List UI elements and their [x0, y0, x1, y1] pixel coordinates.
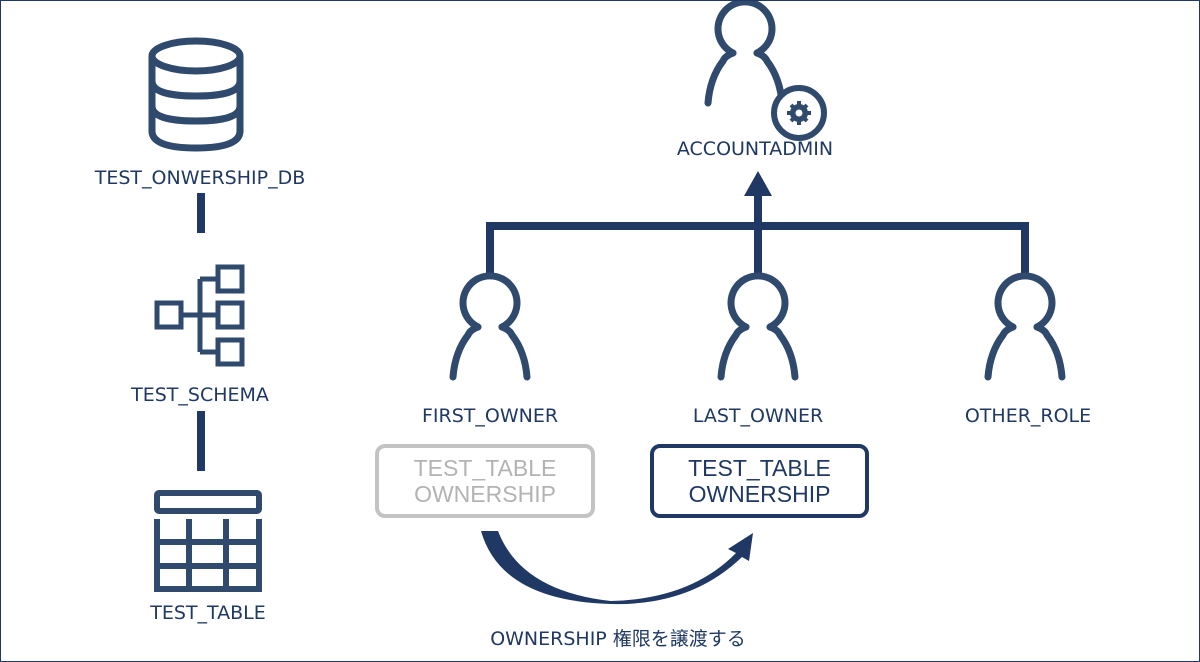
table-icon	[154, 490, 262, 592]
last-owner-label: LAST_OWNER	[692, 405, 824, 427]
previous-ownership-box: TEST_TABLE OWNERSHIP	[375, 444, 595, 518]
role-hierarchy-connector	[486, 171, 1029, 278]
current-ownership-line1: TEST_TABLE	[688, 455, 831, 481]
first-owner-label: FIRST_OWNER	[421, 405, 559, 427]
current-ownership-line2: OWNERSHIP	[688, 481, 831, 507]
schema-hierarchy-icon	[154, 264, 245, 367]
ownership-transfer-arrow	[481, 531, 753, 605]
first-owner-user-icon	[453, 276, 527, 377]
other-role-label: OTHER_ROLE	[964, 405, 1092, 427]
last-owner-user-icon	[721, 276, 795, 377]
db-schema-connector	[197, 193, 205, 233]
database-label: TEST_ONWERSHIP_DB	[94, 167, 306, 189]
schema-table-connector	[197, 411, 205, 471]
previous-ownership-line1: TEST_TABLE	[413, 455, 557, 481]
transfer-caption: OWNERSHIP 権限を譲渡する	[490, 628, 746, 650]
gear-icon	[787, 101, 811, 125]
table-label: TEST_TABLE	[150, 602, 266, 624]
current-ownership-box: TEST_TABLE OWNERSHIP	[650, 444, 869, 518]
database-icon	[148, 37, 244, 152]
accountadmin-label: ACCOUNTADMIN	[676, 138, 834, 160]
previous-ownership-line2: OWNERSHIP	[414, 481, 556, 507]
schema-label: TEST_SCHEMA	[131, 384, 269, 406]
other-role-user-icon	[988, 276, 1062, 377]
